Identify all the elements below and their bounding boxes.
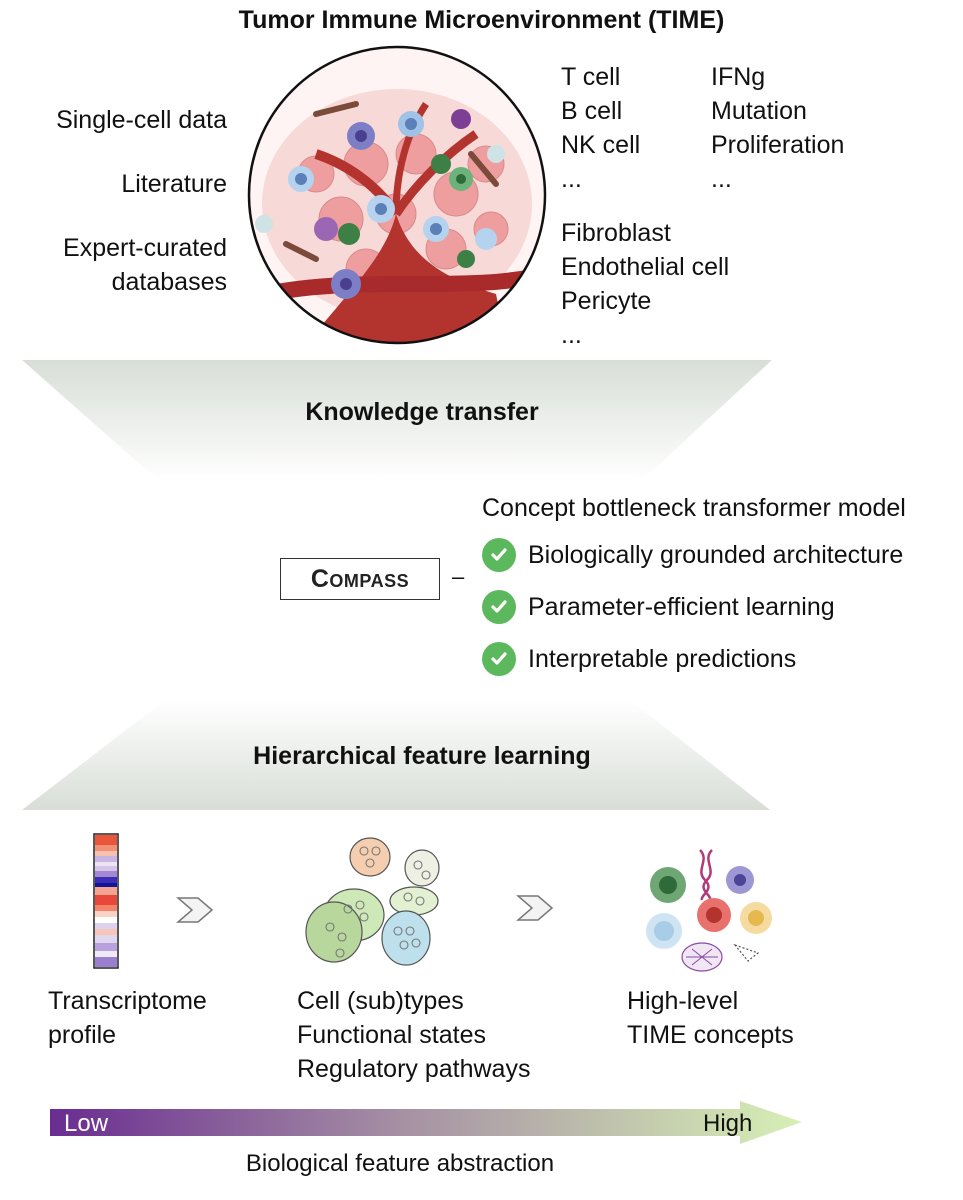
cell-type-b: B cell	[561, 97, 623, 125]
feature-parameter-efficient: Parameter-efficient learning	[482, 590, 835, 624]
feature-interpretable-label: Interpretable predictions	[528, 644, 797, 673]
source-single-cell: Single-cell data	[56, 106, 227, 134]
chevron-right-icon	[176, 897, 214, 923]
cell-clusters-illustration	[305, 837, 440, 966]
chevron-right-icon	[516, 895, 554, 921]
hierarchical-learning-label: Hierarchical feature learning	[253, 742, 591, 770]
feature-interpretable: Interpretable predictions	[482, 642, 796, 676]
cell-type-list: T cell B cell NK cell ...	[561, 60, 640, 196]
knowledge-transfer-band	[22, 360, 772, 482]
compass-model-box: Compass	[280, 558, 440, 600]
diagram-title: Tumor Immune Microenvironment (TIME)	[238, 6, 725, 34]
source-literature: Literature	[121, 170, 227, 198]
check-icon	[482, 642, 516, 676]
cell-type-nk: NK cell	[561, 131, 641, 159]
stromal-endothelial: Endothelial cell	[561, 253, 730, 281]
process-ifng: IFNg	[711, 63, 766, 91]
stromal-fibroblast: Fibroblast	[561, 219, 671, 247]
abstraction-gradient-arrow	[50, 1101, 802, 1144]
compass-connector: –	[452, 564, 465, 589]
abstraction-high-label: High	[703, 1110, 753, 1137]
stage-cell: Cell (sub)types Functional states Regula…	[297, 984, 530, 1086]
process-mutation: Mutation	[711, 97, 807, 125]
stage-concepts-line2: TIME concepts	[627, 1021, 794, 1049]
time-concepts-illustration	[646, 849, 772, 972]
knowledge-transfer-label: Knowledge transfer	[305, 398, 539, 426]
process-proliferation: Proliferation	[711, 131, 845, 159]
stage-concepts-line1: High-level	[627, 987, 739, 1015]
hierarchical-learning-band	[22, 700, 770, 810]
feature-parameter-efficient-label: Parameter-efficient learning	[528, 592, 835, 621]
stage-transcriptome-line1: Transcriptome	[48, 987, 207, 1015]
cell-type-more: ...	[561, 165, 582, 193]
source-expert-curated: Expert-curated	[63, 234, 227, 262]
stage-cell-types: Cell (sub)types	[297, 987, 464, 1015]
process-list: IFNg Mutation Proliferation ...	[711, 60, 844, 196]
stromal-pericyte: Pericyte	[561, 287, 652, 315]
cell-type-t: T cell	[561, 63, 621, 91]
stage-regulatory-pathways: Regulatory pathways	[297, 1055, 531, 1083]
stage-concepts: High-level TIME concepts	[627, 984, 794, 1052]
feature-architecture-label: Biologically grounded architecture	[528, 540, 904, 569]
check-icon	[482, 538, 516, 572]
source-databases: databases	[111, 268, 227, 296]
feature-architecture: Biologically grounded architecture	[482, 538, 903, 572]
stromal-more: ...	[561, 321, 582, 349]
stromal-list: Fibroblast Endothelial cell Pericyte ...	[561, 216, 729, 352]
abstraction-low-label: Low	[64, 1110, 109, 1137]
stage-functional-states: Functional states	[297, 1021, 486, 1049]
process-more: ...	[711, 165, 732, 193]
abstraction-axis-label: Biological feature abstraction	[245, 1150, 555, 1177]
transcriptome-profile-strip	[93, 833, 119, 969]
tumor-microenvironment-illustration	[247, 45, 547, 345]
model-description: Concept bottleneck transformer model	[482, 494, 906, 522]
check-icon	[482, 590, 516, 624]
stage-transcriptome-line2: profile	[48, 1021, 117, 1049]
compass-model-name: Compass	[310, 564, 410, 593]
stage-transcriptome: Transcriptome profile	[48, 984, 207, 1052]
